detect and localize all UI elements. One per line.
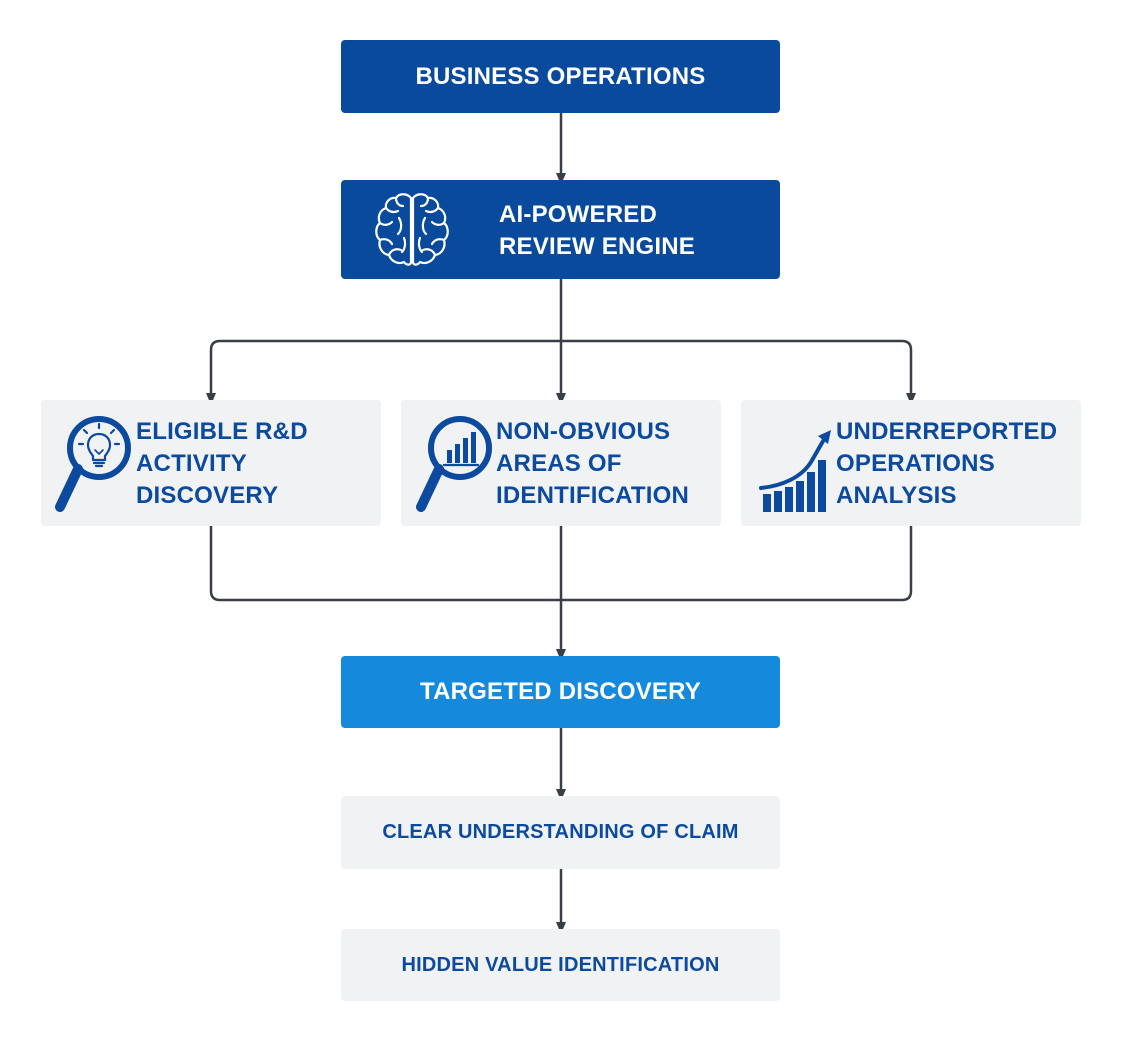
branch-2-line3: IDENTIFICATION [496, 482, 690, 509]
branch-non-obvious-areas: NON-OBVIOUS AREAS OF IDENTIFICATION [401, 400, 721, 526]
merge-right [559, 524, 913, 602]
branch-2-line1: NON-OBVIOUS [496, 418, 671, 445]
branch-1-line3: DISCOVERY [136, 482, 279, 509]
branch-2-line2: AREAS OF [496, 450, 622, 477]
branch-1-line2: ACTIVITY [136, 450, 247, 477]
growth-chart-icon [751, 412, 833, 521]
branch-1-line1: ELIGIBLE R&D [136, 418, 308, 445]
hidden-value-box: HIDDEN VALUE IDENTIFICATION [341, 929, 780, 1001]
branch-3-line1: UNDERREPORTED [836, 418, 1058, 445]
magnifier-bar-chart-icon [411, 412, 493, 521]
targeted-discovery-label: TARGETED DISCOVERY [420, 678, 701, 705]
branch-3-line3: ANALYSIS [836, 482, 957, 509]
clear-understanding-box: CLEAR UNDERSTANDING OF CLAIM [341, 796, 780, 869]
merge-left [209, 524, 563, 602]
hidden-value-label: HIDDEN VALUE IDENTIFICATION [401, 953, 720, 976]
ai-engine-label-line1: AI-POWERED [499, 201, 657, 228]
clear-understanding-label: CLEAR UNDERSTANDING OF CLAIM [382, 821, 739, 843]
branch-3-line2: OPERATIONS [836, 450, 995, 477]
business-operations-box: BUSINESS OPERATIONS [341, 40, 780, 113]
ai-review-engine-box: AI-POWERED REVIEW ENGINE [341, 180, 780, 279]
arrow-ai-to-left-branch [206, 339, 563, 405]
branch-underreported-ops: UNDERREPORTED OPERATIONS ANALYSIS [741, 400, 1081, 526]
targeted-discovery-box: TARGETED DISCOVERY [341, 656, 780, 728]
arrow-ai-to-right-branch [559, 339, 916, 405]
brain-icon [371, 190, 453, 275]
branch-eligible-rd: ELIGIBLE R&D ACTIVITY DISCOVERY [41, 400, 381, 526]
magnifier-lightbulb-icon [51, 412, 133, 521]
ai-engine-label-line2: REVIEW ENGINE [499, 233, 695, 260]
business-operations-label: BUSINESS OPERATIONS [415, 62, 706, 90]
